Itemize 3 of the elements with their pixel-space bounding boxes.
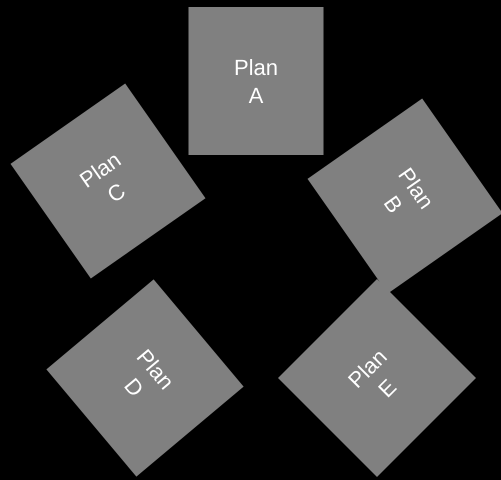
plan-box: Plan E [278,279,476,477]
plan-box: Plan A [188,7,324,155]
plan-box: Plan C [10,84,206,278]
